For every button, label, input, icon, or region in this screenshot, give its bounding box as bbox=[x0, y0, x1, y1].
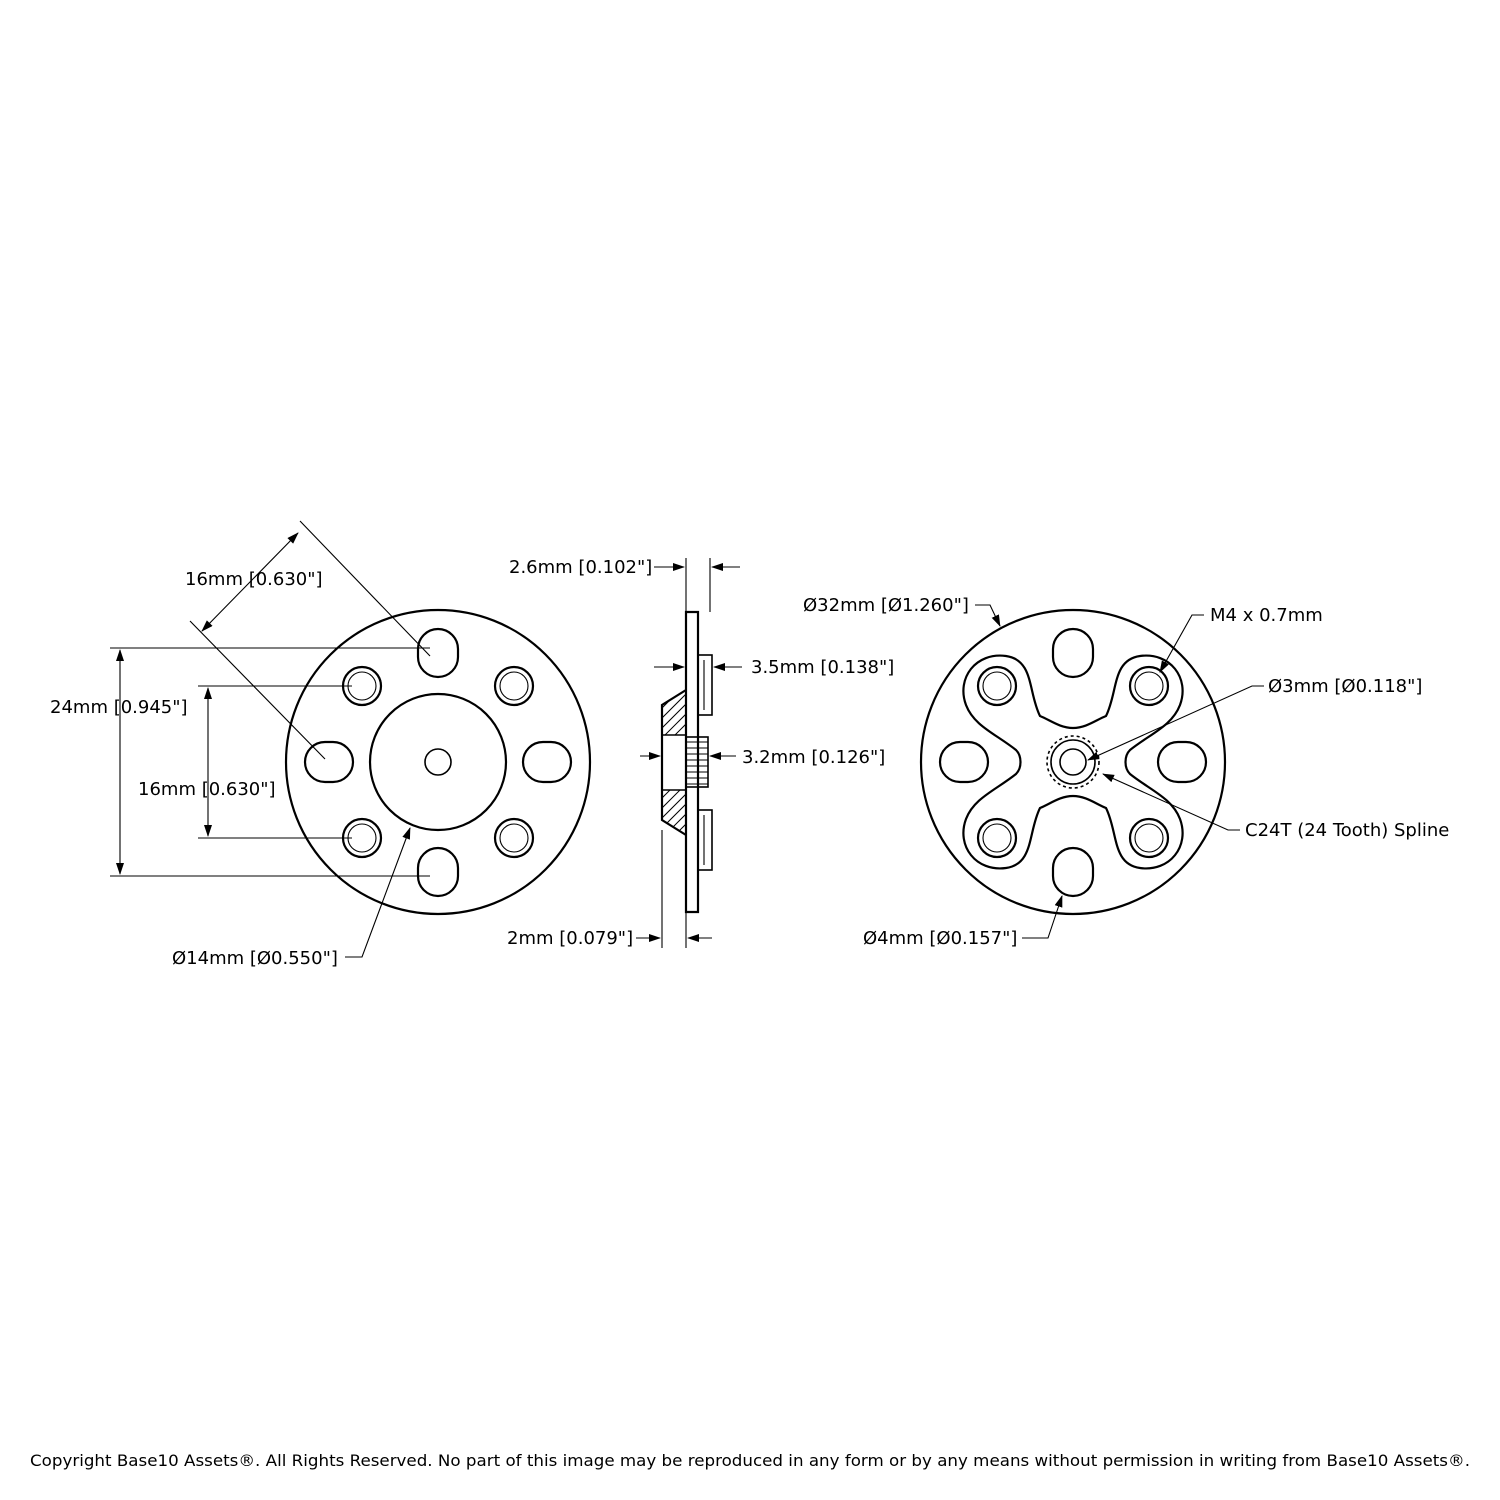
leader-outer-diameter bbox=[975, 604, 1001, 627]
star-hub bbox=[962, 654, 1184, 870]
label-bore-height: 3.2mm [0.126"] bbox=[742, 747, 885, 768]
insert-lower bbox=[697, 809, 713, 871]
slot-bottom bbox=[416, 846, 460, 898]
leader-slot bbox=[1022, 895, 1063, 939]
label-outer-diameter: Ø32mm [Ø1.260"] bbox=[803, 595, 969, 616]
section-hatch bbox=[662, 690, 686, 835]
slot-top bbox=[416, 627, 460, 679]
mount-hole-upper-right bbox=[493, 665, 535, 707]
threaded-hole-upper-right bbox=[1128, 665, 1170, 707]
leader-spline bbox=[1102, 773, 1240, 831]
threaded-hole-lower-left bbox=[976, 817, 1018, 859]
leader-center-hole bbox=[1087, 685, 1264, 761]
slot-left-back bbox=[938, 740, 990, 784]
side-view bbox=[636, 558, 742, 948]
extension-line bbox=[299, 520, 431, 657]
label-thread: M4 x 0.7mm bbox=[1210, 605, 1323, 626]
back-view bbox=[919, 604, 1264, 939]
flange-plate bbox=[684, 610, 700, 914]
slot-top-back bbox=[1051, 627, 1095, 679]
dimension-line-diagonal bbox=[201, 532, 299, 632]
label-hub-height: 3.5mm [0.138"] bbox=[751, 657, 894, 678]
label-hole-span: 16mm [0.630"] bbox=[138, 779, 276, 800]
label-bolt-pattern-diag: 16mm [0.630"] bbox=[185, 569, 323, 590]
slot-bottom-back bbox=[1051, 846, 1095, 898]
mount-hole-lower-right bbox=[493, 817, 535, 859]
slot-right-back bbox=[1156, 740, 1208, 784]
outer-disc-outline bbox=[284, 608, 592, 916]
leader-thread bbox=[1159, 614, 1204, 673]
slot-left bbox=[303, 740, 355, 784]
threaded-hole-upper-left bbox=[976, 665, 1018, 707]
label-slot-span: 24mm [0.945"] bbox=[50, 697, 188, 718]
label-plate-thickness: 2mm [0.079"] bbox=[507, 928, 633, 949]
label-spline: C24T (24 Tooth) Spline bbox=[1245, 820, 1449, 841]
spline-teeth bbox=[685, 736, 709, 788]
spline-root bbox=[1050, 739, 1096, 785]
spline-bore bbox=[1046, 735, 1100, 789]
center-hole bbox=[424, 748, 452, 776]
insert-upper bbox=[697, 654, 713, 716]
front-view bbox=[110, 520, 592, 958]
outer-disc-outline-back bbox=[919, 608, 1227, 916]
hub-leader bbox=[345, 827, 411, 958]
copyright-notice: Copyright Base10 Assets®. All Rights Res… bbox=[30, 1451, 1470, 1470]
center-hole-back bbox=[1059, 748, 1087, 776]
label-slot-hole: Ø4mm [Ø0.157"] bbox=[863, 928, 1017, 949]
label-hub-diameter: Ø14mm [Ø0.550"] bbox=[172, 948, 338, 969]
threaded-hole-lower-right bbox=[1128, 817, 1170, 859]
label-top-thickness: 2.6mm [0.102"] bbox=[509, 557, 652, 578]
label-center-hole: Ø3mm [Ø0.118"] bbox=[1268, 676, 1422, 697]
extension-line bbox=[189, 620, 326, 760]
slot-right bbox=[521, 740, 573, 784]
hub-profile bbox=[660, 689, 687, 836]
hub-circle bbox=[368, 692, 508, 832]
